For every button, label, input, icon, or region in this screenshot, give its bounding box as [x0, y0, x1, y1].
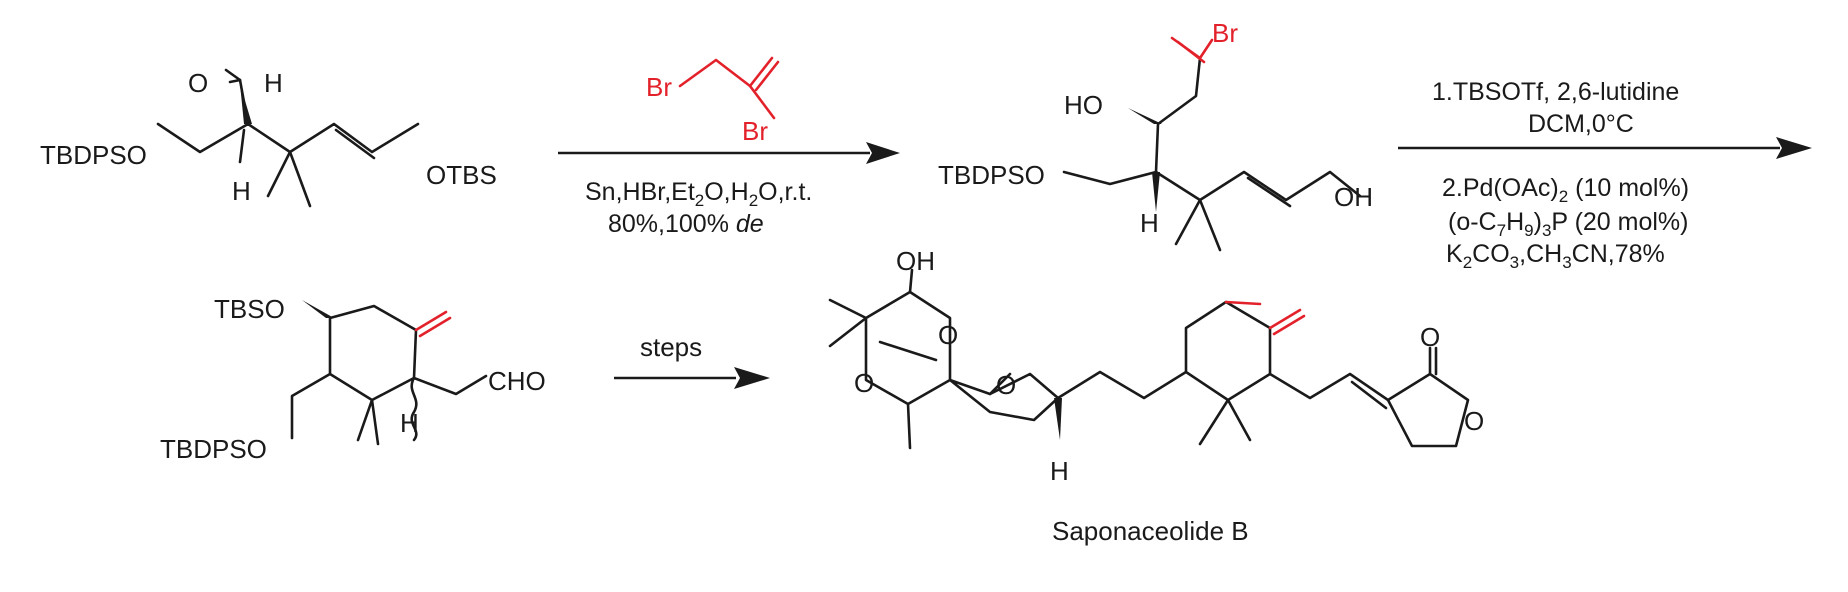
product-oh-label: OH — [896, 246, 935, 276]
cond3-label: steps — [640, 332, 702, 362]
sm-otbs-label: OTBS — [426, 160, 497, 190]
cond1-line1: Sn,HBr,Et2O,H2O,r.t. — [585, 178, 812, 210]
reaction-arrow-3 — [614, 367, 770, 389]
product-o-pyran-label: O — [996, 370, 1016, 400]
reagent1-br-a: Br — [646, 72, 672, 102]
int1-h-label: H — [1140, 208, 1159, 238]
cond2-line2: DCM,0°C — [1528, 110, 1634, 138]
int2-cho-label: CHO — [488, 366, 546, 396]
product-o-top-label: O — [938, 320, 958, 350]
conditions-2: 1.TBSOTf, 2,6-lutidine DCM,0°C 2.Pd(OAc)… — [1432, 78, 1689, 272]
int2-h-label: H — [400, 408, 419, 438]
starting-material: TBDPSO O H H OTBS — [40, 68, 497, 208]
product-o-left-label: O — [854, 368, 874, 398]
cond2-line1: 1.TBSOTf, 2,6-lutidine — [1432, 78, 1679, 106]
cond2-line5: K2CO3,CH3CN,78% — [1446, 240, 1665, 272]
int2-tbso-label: TBSO — [214, 294, 285, 324]
sm-aldehyde-o-label: O — [188, 68, 208, 98]
product-saponaceolide-b: OH O O O H O O Saponaceolide B — [828, 246, 1484, 546]
cond1-line2: 80%,100% de — [608, 210, 764, 238]
intermediate-2: TBSO CHO TBDPSO H — [160, 294, 546, 464]
sm-aldehyde-h-label: H — [264, 68, 283, 98]
product-carbonyl-o-label: O — [1420, 322, 1440, 352]
int1-ho-label: HO — [1064, 90, 1103, 120]
cond2-line3: 2.Pd(OAc)2 (10 mol%) — [1442, 174, 1689, 206]
cond2-line4: (o-C7H9)3P (20 mol%) — [1448, 208, 1689, 240]
product-lactone-o-label: O — [1464, 406, 1484, 436]
reaction-arrow-1 — [558, 142, 900, 164]
int2-tbdpso-label: TBDPSO — [160, 434, 267, 464]
reagent-dibromopropene: Br Br — [646, 56, 780, 146]
reaction-arrow-2 — [1398, 137, 1812, 159]
product-h-label: H — [1050, 456, 1069, 486]
conditions-1: Sn,HBr,Et2O,H2O,r.t. 80%,100% de — [585, 178, 812, 238]
reagent1-br-b: Br — [742, 116, 768, 146]
sm-tbdpso-label: TBDPSO — [40, 140, 147, 170]
product-name: Saponaceolide B — [1052, 516, 1249, 546]
int1-tbdpso-label: TBDPSO — [938, 160, 1045, 190]
intermediate-1: Br HO TBDPSO H OH — [938, 18, 1373, 252]
sm-stereo-h-label: H — [232, 176, 251, 206]
int1-br-label: Br — [1212, 18, 1238, 48]
int1-oh-label: OH — [1334, 182, 1373, 212]
